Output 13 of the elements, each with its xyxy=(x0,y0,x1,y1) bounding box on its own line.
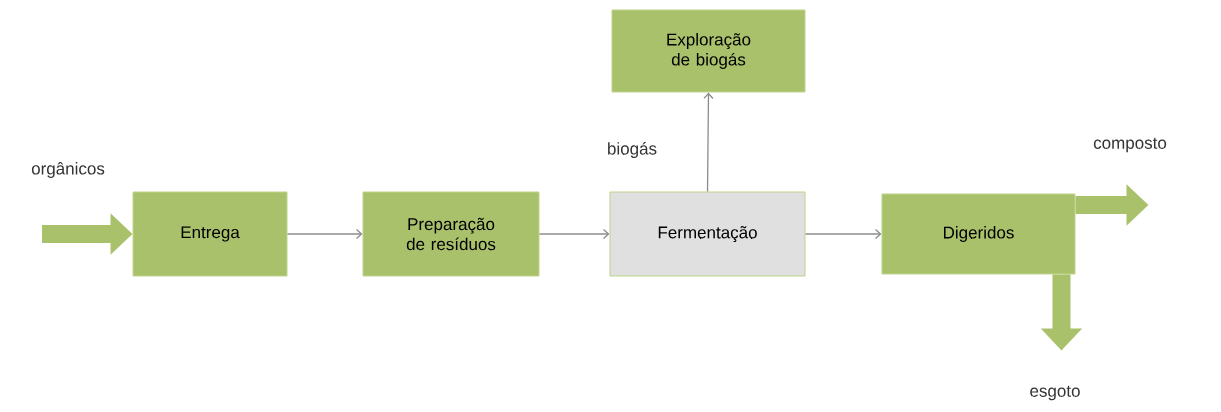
process-box: Entrega xyxy=(132,191,288,277)
arrow xyxy=(286,228,363,240)
edge-label: biogás xyxy=(608,142,657,158)
edge-label: esgoto xyxy=(1030,385,1080,401)
process-box: Digeridos xyxy=(881,193,1076,275)
process-box: Exploração de biogás xyxy=(611,9,806,93)
arrow xyxy=(703,92,714,193)
edge-label: orgânicos xyxy=(31,162,105,178)
edge-label: composto xyxy=(1093,137,1167,153)
arrow xyxy=(804,228,882,240)
reactor-box: Fermentação xyxy=(609,191,806,277)
arrow xyxy=(538,228,610,240)
process-box: Preparação de resíduos xyxy=(362,191,540,277)
